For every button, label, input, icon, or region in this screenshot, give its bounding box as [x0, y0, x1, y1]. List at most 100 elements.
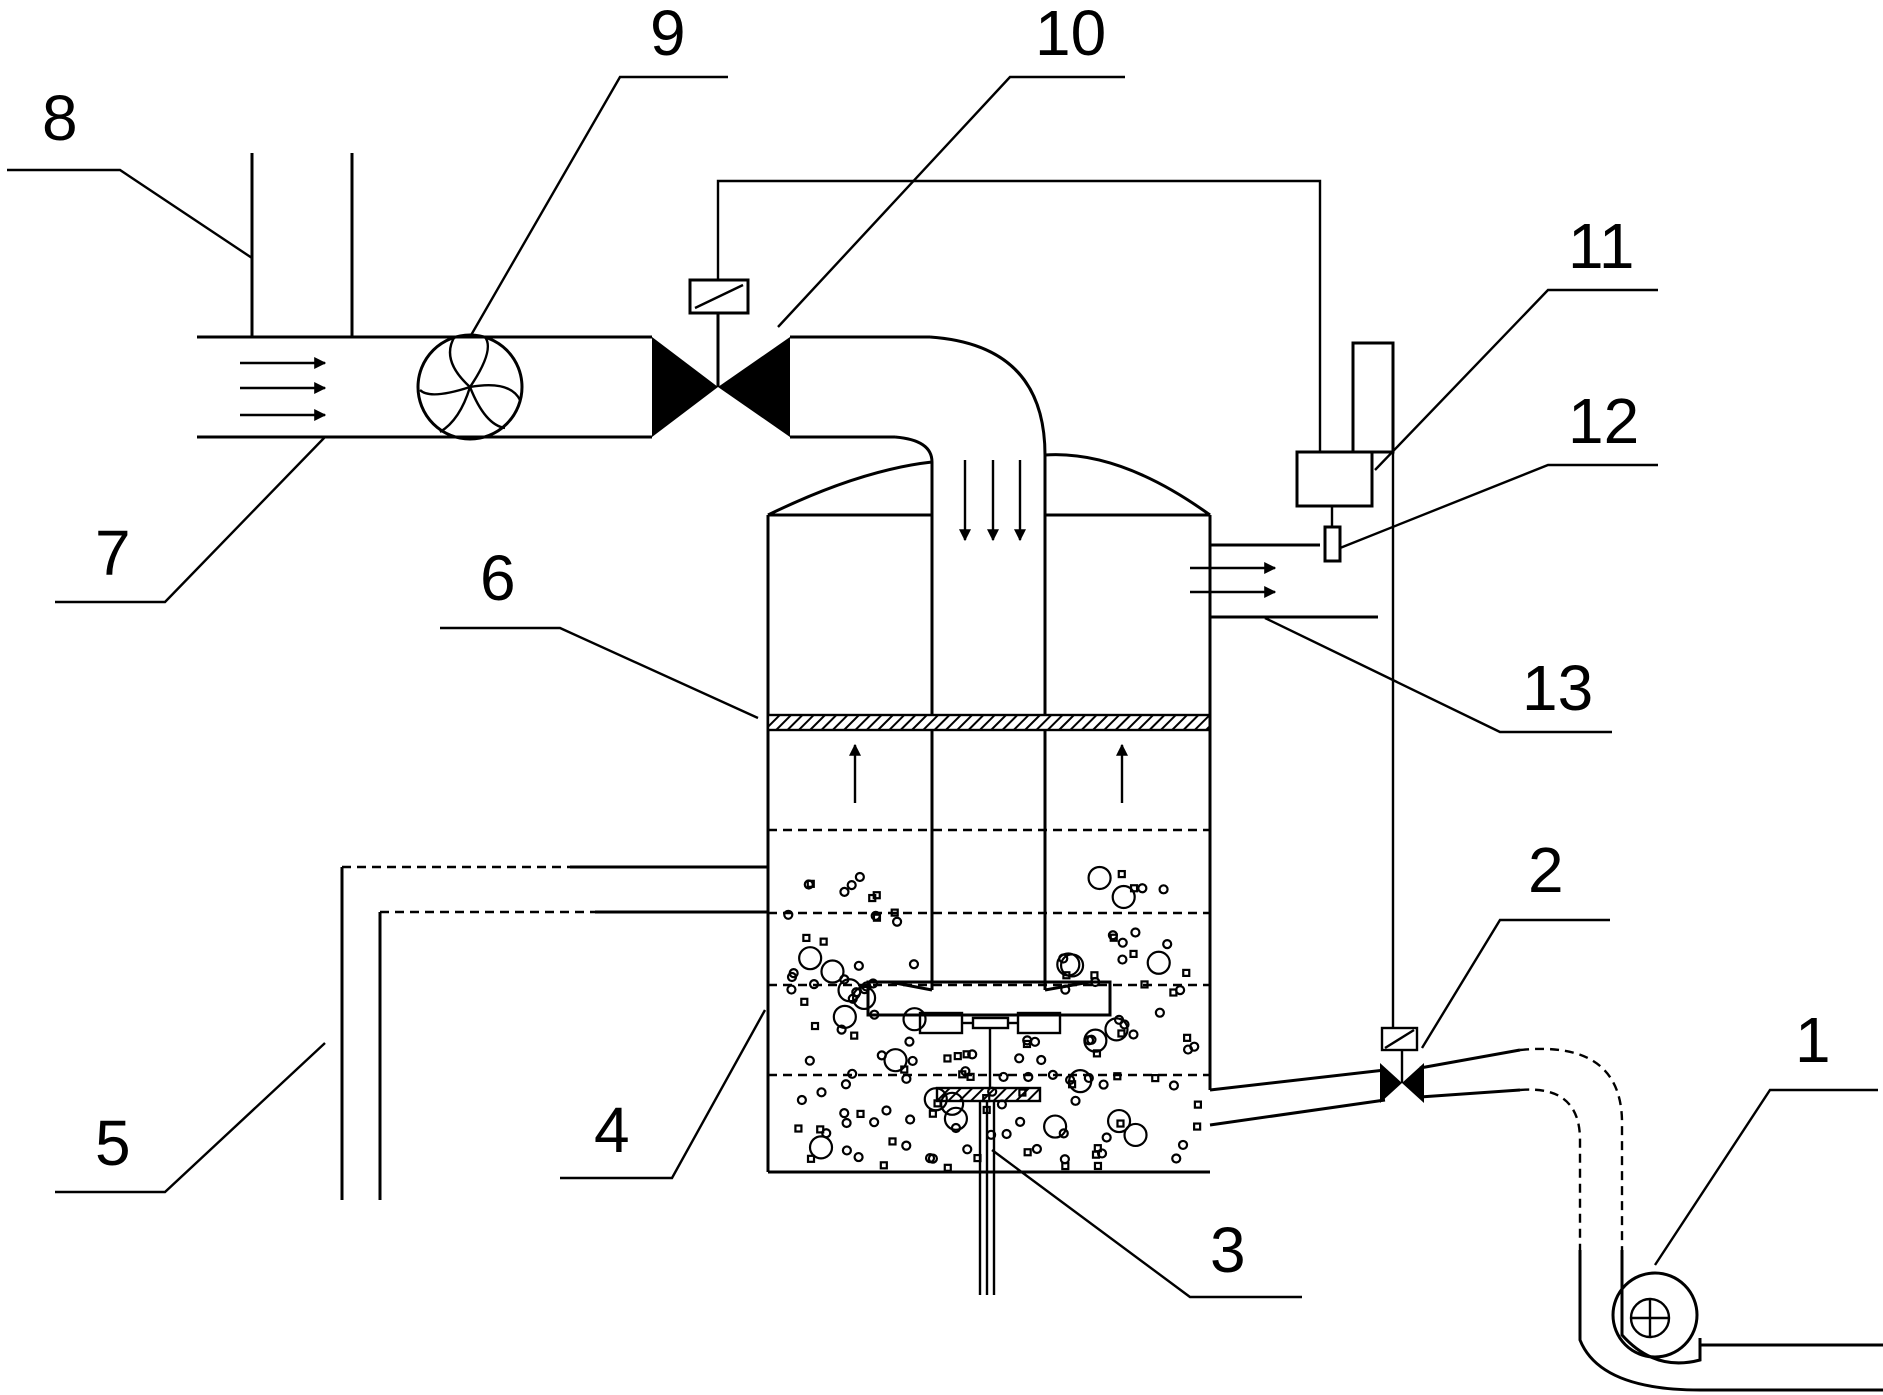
- media-particle: [1015, 1116, 1026, 1127]
- reactor-tank: [766, 453, 1212, 1174]
- media-particle: [1106, 1108, 1132, 1134]
- media-particle: [872, 913, 882, 922]
- media-particle: [786, 984, 797, 995]
- label-3: 3: [1210, 1214, 1246, 1286]
- media-particle: [1116, 1119, 1125, 1128]
- media-particle: [928, 1109, 937, 1118]
- media-particle: [1091, 1150, 1101, 1159]
- media-particle: [1090, 976, 1101, 988]
- media-particle: [933, 1099, 942, 1108]
- media-particle: [1168, 1080, 1180, 1091]
- gas-sensor: [1323, 506, 1342, 563]
- media-particle: [1177, 1139, 1189, 1151]
- media-particle: [891, 916, 903, 927]
- media-particle: [783, 909, 794, 920]
- media-particle: [821, 1128, 832, 1139]
- media-particle: [869, 1117, 880, 1128]
- media-particle: [1047, 1069, 1058, 1080]
- liquid-level-lines: [768, 828, 1210, 1077]
- media-particle: [1018, 1088, 1027, 1097]
- media-particle: [943, 1054, 952, 1063]
- media-particle: [901, 1073, 912, 1084]
- upflow-arrows: [849, 743, 1128, 803]
- media-particle: [847, 1068, 858, 1079]
- media-particle: [1083, 1028, 1108, 1053]
- inlet-flow-arrows: [240, 357, 327, 421]
- media-particle: [1036, 1054, 1047, 1066]
- media-particle: [1193, 1100, 1202, 1109]
- media-particle: [856, 1109, 865, 1119]
- media-particle: [982, 1105, 991, 1115]
- label-12: 12: [1568, 385, 1639, 457]
- media-particle: [1101, 1132, 1112, 1143]
- media-particle: [907, 1055, 918, 1067]
- media-particle: [808, 1135, 834, 1160]
- media-particle: [1083, 1072, 1094, 1084]
- control-signal-line: [716, 179, 1322, 452]
- media-particle: [1129, 949, 1138, 959]
- media-particle: [868, 893, 877, 903]
- media-particle: [1093, 1144, 1102, 1153]
- media-particle: [851, 985, 877, 1011]
- media-particle: [1023, 1148, 1032, 1157]
- media-particle: [1162, 938, 1173, 950]
- media-particle: [1117, 937, 1128, 948]
- media-particle: [846, 879, 857, 891]
- media-particle: [987, 1086, 998, 1097]
- media-particle: [1104, 1017, 1129, 1042]
- exhaust-outlet: [1190, 515, 1378, 1090]
- media-particle: [808, 979, 820, 990]
- media-particle: [819, 937, 828, 946]
- media-particle: [923, 1087, 948, 1112]
- label-2: 2: [1528, 834, 1564, 906]
- media-particle: [1154, 1007, 1165, 1018]
- media-particle: [1175, 985, 1186, 996]
- media-particle: [841, 1145, 852, 1156]
- water-inlet-pipe: [1209, 1047, 1624, 1250]
- label-8: 8: [42, 82, 78, 154]
- media-particle: [879, 1161, 888, 1170]
- media-particle: [839, 974, 850, 985]
- media-particle: [806, 879, 815, 888]
- media-particle: [854, 871, 865, 883]
- media-particle: [888, 1137, 897, 1146]
- media-particle: [996, 1099, 1008, 1110]
- label-7: 7: [95, 517, 131, 589]
- media-particle: [839, 886, 850, 897]
- media-particle: [1058, 1128, 1069, 1139]
- media-particle: [1146, 950, 1171, 975]
- label-13: 13: [1522, 652, 1593, 724]
- media-particle: [1031, 1143, 1043, 1155]
- media-particle: [816, 1087, 827, 1098]
- media-particle: [924, 1153, 936, 1164]
- media-particle: [820, 959, 845, 984]
- media-particle: [796, 1094, 807, 1106]
- media-particle: [1117, 869, 1126, 879]
- media-particle: [1070, 1095, 1081, 1106]
- media-particle: [1001, 1128, 1012, 1140]
- label-9: 9: [650, 0, 686, 69]
- media-particle: [1137, 883, 1148, 894]
- media-particle: [841, 1117, 852, 1129]
- media-particle: [1023, 1071, 1034, 1083]
- media-particle: [802, 933, 811, 943]
- media-particle: [1098, 1079, 1109, 1090]
- media-particle: [883, 1048, 908, 1073]
- media-particle: [1189, 1041, 1200, 1052]
- media-particle: [982, 1094, 991, 1103]
- media-particle: [908, 959, 920, 970]
- media-particle: [950, 1122, 962, 1134]
- media-particle: [1092, 1049, 1102, 1058]
- media-particle: [1087, 865, 1112, 891]
- inlet-stub: [250, 153, 354, 337]
- media-particle: [1060, 984, 1071, 995]
- media-particle: [943, 1163, 952, 1172]
- packing-media: [783, 865, 1202, 1172]
- media-particle: [905, 1114, 916, 1125]
- media-particle: [840, 1079, 852, 1090]
- leader-lines: [7, 75, 1878, 1299]
- media-particle: [853, 960, 864, 971]
- media-particle: [1107, 930, 1119, 941]
- water-pump: [1578, 1250, 1883, 1392]
